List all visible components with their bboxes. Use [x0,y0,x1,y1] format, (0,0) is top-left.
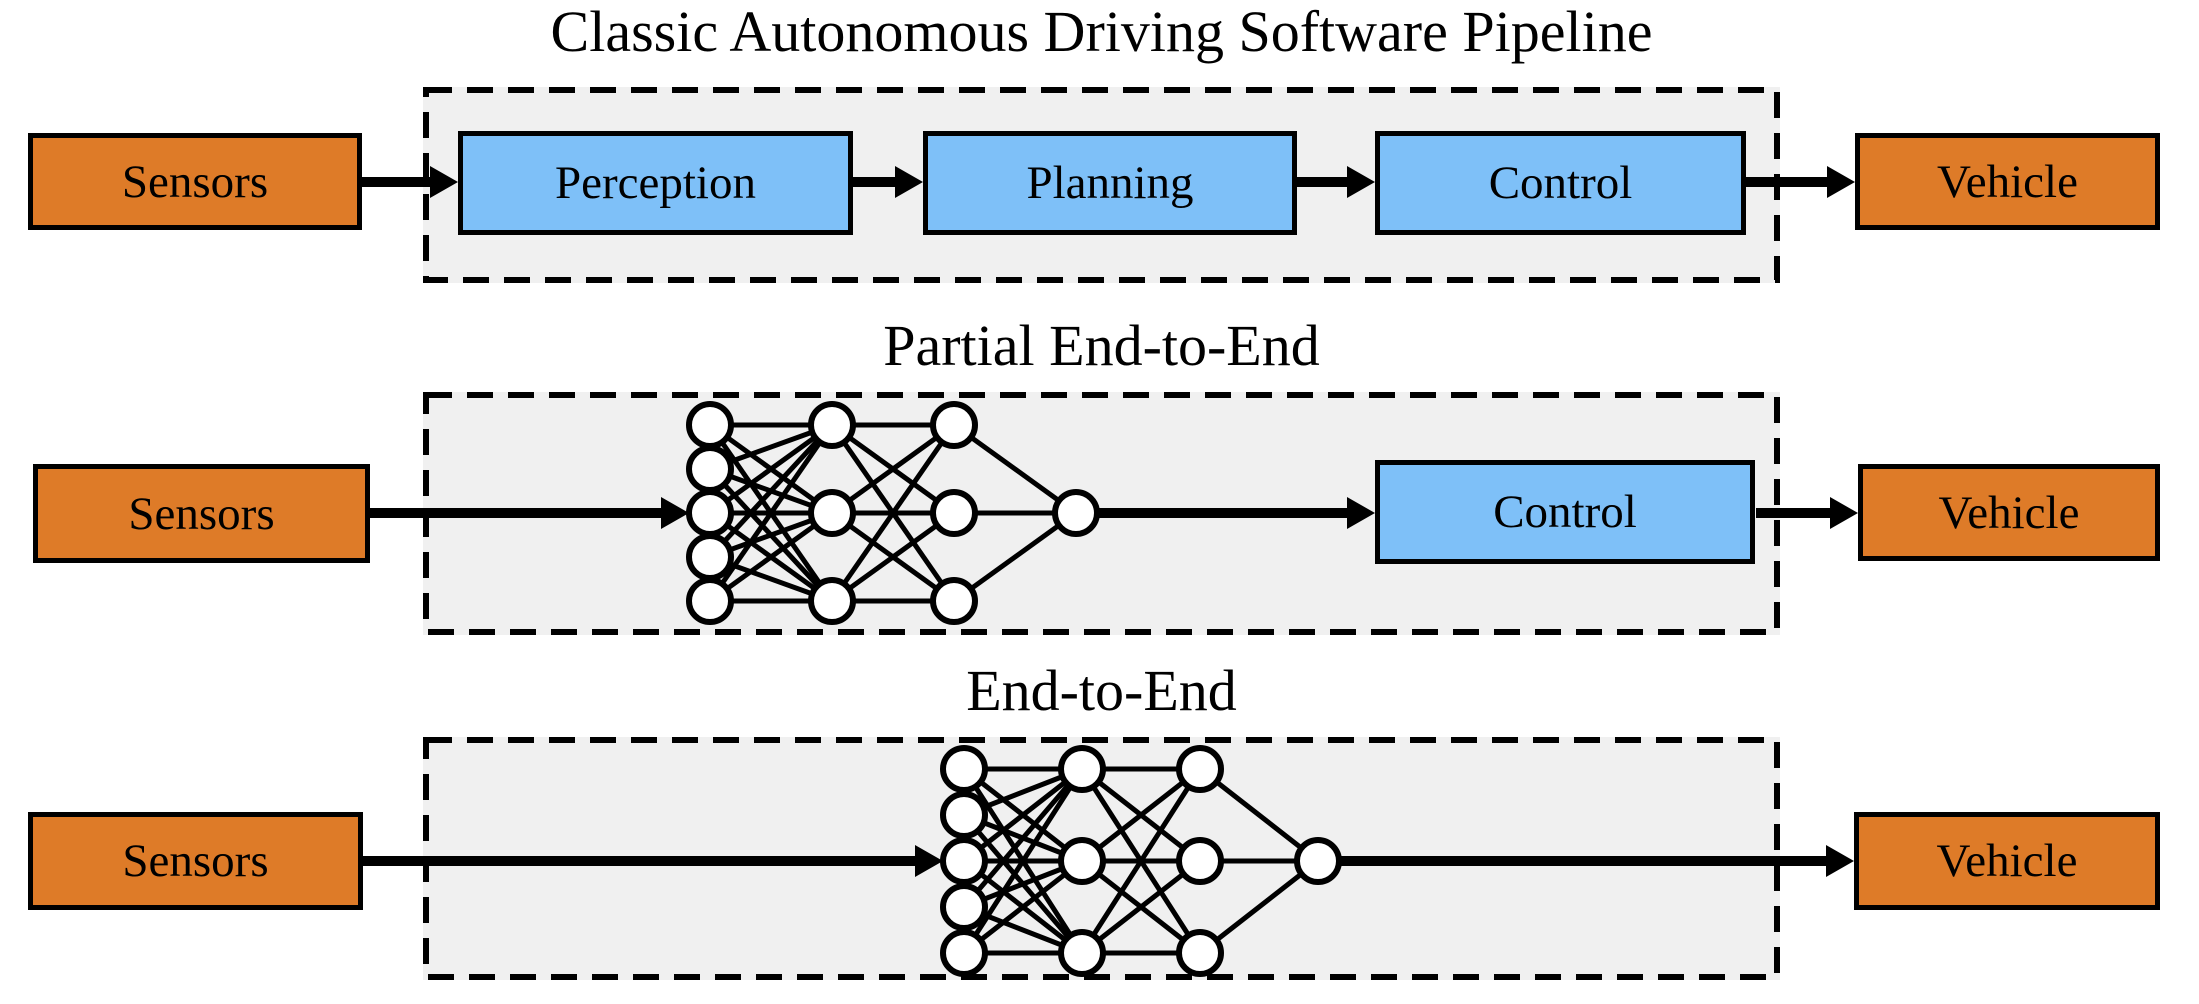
row1-arrows [362,166,1855,198]
row1-planning-box: Planning [923,131,1297,235]
row2-arrows [370,497,1858,529]
row2-vehicle-box: Vehicle [1858,464,2160,561]
row1-perception-box: Perception [458,131,853,235]
row1-sensors-box: Sensors [28,133,362,230]
row2-control-box: Control [1375,460,1755,564]
row2-sensors-box: Sensors [33,464,370,563]
row1-control-box: Control [1375,131,1746,235]
row1-vehicle-box: Vehicle [1855,133,2160,230]
row3-arrows [363,845,1854,877]
row3-sensors-box: Sensors [28,812,363,910]
row3-vehicle-box: Vehicle [1854,812,2160,910]
row2-title: Partial End-to-End [883,313,1320,378]
row3-neural-network [940,745,1342,977]
row1-title: Classic Autonomous Driving Software Pipe… [550,0,1653,64]
row3-title: End-to-End [966,658,1237,723]
row2-neural-network [686,401,1100,625]
